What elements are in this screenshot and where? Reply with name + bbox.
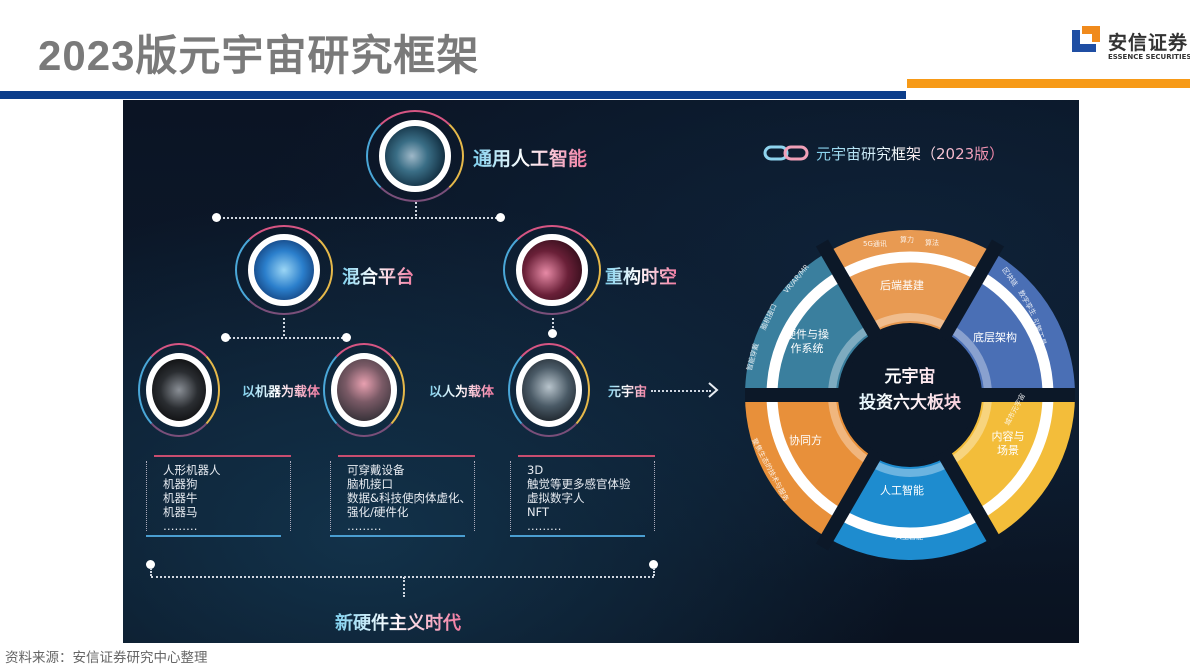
label-metaverse: 元宇宙 xyxy=(608,381,647,400)
wheel-graphic xyxy=(734,229,1079,561)
box-human-carrier: 可穿戴设备 脑机接口 数据&科技使肉体虚化、 强化/硬件化 ……… xyxy=(330,455,475,537)
list-item: 脑机接口 xyxy=(347,477,393,491)
link-chain-icon xyxy=(763,145,809,161)
list-item: 3D xyxy=(527,463,544,477)
list-item: 触觉等更多感官体验 xyxy=(527,477,631,491)
six-segment-wheel: 元宇宙 投资六大板块 后端基建 5G通讯 算力 算法 底层架构 区块链 数字孪生… xyxy=(734,229,1079,561)
center-title-line2: 投资六大板块 xyxy=(745,388,1075,413)
segment-backend-infra: 后端基建 xyxy=(880,279,924,292)
segment-sub-label: 算力 xyxy=(900,236,914,244)
box-metaverse: 3D 触觉等更多感官体验 虚拟数字人 NFT ……… xyxy=(510,455,655,537)
page-title: 2023版元宇宙研究框架 xyxy=(38,32,480,79)
segment-sub-label: 5G通讯 xyxy=(863,240,887,248)
wheel-title: 元宇宙研究框架（2023版） xyxy=(816,145,1005,163)
segment-base-architecture: 底层架构 xyxy=(973,331,1017,344)
robot-hand-image xyxy=(379,120,451,192)
chip-image xyxy=(248,234,320,306)
segment-hardware-os: 硬件与操作系统 xyxy=(785,328,829,355)
arrow-line xyxy=(651,390,711,392)
source-note: 资料来源：安信证券研究中心整理 xyxy=(5,650,208,666)
segment-sub-label: 算法 xyxy=(925,239,939,247)
label-machine-carrier: 以机器为载体 xyxy=(242,381,320,400)
humanoid-robot-image xyxy=(146,353,212,427)
header-blue-bar xyxy=(0,91,906,99)
label-restructure-spacetime: 重构时空 xyxy=(605,263,677,289)
brain-image xyxy=(331,353,397,427)
list-item: 可穿戴设备 xyxy=(347,463,405,477)
diagram-panel: 通用人工智能 混合平台 重构时空 以机器为载体 以人为载体 元宇宙 xyxy=(123,100,1079,643)
list-item: 人形机器人 xyxy=(163,463,221,477)
digital-face-image xyxy=(516,353,582,427)
segment-content-scenes: 内容与场景 xyxy=(991,430,1025,457)
list-item: NFT xyxy=(527,505,550,519)
label-hybrid-platform: 混合平台 xyxy=(342,263,414,289)
header-orange-bar xyxy=(907,79,1190,88)
list-item: 虚拟数字人 xyxy=(527,491,585,505)
logo-cn-text: 安信证券 xyxy=(1108,32,1189,54)
center-title-line1: 元宇宙 xyxy=(745,362,1075,387)
arrow-right-icon xyxy=(708,382,719,398)
logo-en-text: ESSENCE SECURITIES xyxy=(1108,53,1190,61)
segment-ai: 人工智能 xyxy=(880,484,924,497)
list-item: 机器狗 xyxy=(163,477,198,491)
segment-sub-label: 人工智能 xyxy=(895,533,923,541)
label-general-ai: 通用人工智能 xyxy=(473,144,587,171)
list-item: ……… xyxy=(527,519,562,533)
vr-room-image xyxy=(516,234,588,306)
logo-mark-icon xyxy=(1072,26,1100,52)
list-item: 机器牛 xyxy=(163,491,198,505)
company-logo: 安信证券 ESSENCE SECURITIES xyxy=(1072,22,1190,64)
label-human-carrier: 以人为载体 xyxy=(429,381,494,400)
label-new-hardware-era: 新硬件主义时代 xyxy=(335,609,461,635)
list-item: ……… xyxy=(163,519,198,533)
list-item: 强化/硬件化 xyxy=(347,505,409,519)
box-machine-carrier: 人形机器人 机器狗 机器牛 机器马 ……… xyxy=(146,455,291,537)
list-item: ……… xyxy=(347,519,382,533)
list-item: 数据&科技使肉体虚化、 xyxy=(347,491,471,505)
list-item: 机器马 xyxy=(163,505,198,519)
segment-collaborators: 协同方 xyxy=(789,434,822,447)
